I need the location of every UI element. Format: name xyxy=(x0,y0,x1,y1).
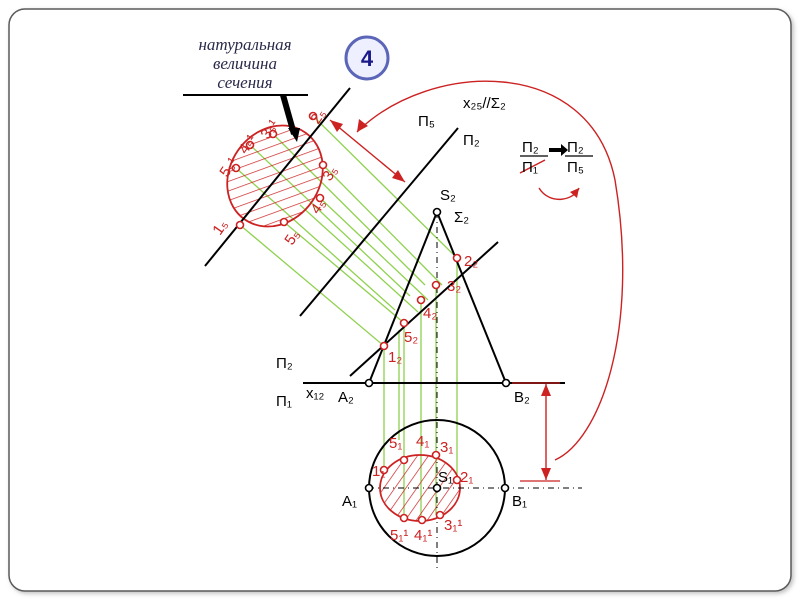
section-points xyxy=(231,111,462,525)
slide-frame xyxy=(8,8,792,592)
pi2-lower-label: Π₂ xyxy=(276,355,293,372)
fraction-left-num: Π₂ xyxy=(522,139,539,156)
point-5-1: 5₁ xyxy=(389,435,402,452)
geometry xyxy=(183,87,565,557)
b1-label: B₁ xyxy=(512,493,527,510)
b2-label: B₂ xyxy=(514,389,530,406)
axis-x12-label: x₁₂ xyxy=(306,385,325,402)
arrow-heads xyxy=(330,119,579,480)
a1-label: A₁ xyxy=(342,493,357,510)
point-1-2: 1₂ xyxy=(388,349,402,366)
pointer-arrow-head xyxy=(288,128,300,142)
fraction-right-den: Π₅ xyxy=(567,159,584,176)
step-badge xyxy=(344,35,390,81)
point-4-2: 4₂ xyxy=(423,305,437,322)
axis-x25-label: x₂₅//Σ₂ xyxy=(463,95,506,112)
point-3-1-prime: 3₁¹ xyxy=(444,517,462,534)
point-5-2: 5₂ xyxy=(404,329,418,346)
sigma2-line xyxy=(349,241,499,377)
caption-line1: натуральная xyxy=(198,35,291,54)
a2-label: A₂ xyxy=(338,389,354,406)
point-4-1-prime: 4₁¹ xyxy=(414,527,432,544)
point-3-1: 3₁ xyxy=(440,439,453,456)
point-4-1: 4₁ xyxy=(416,433,429,450)
transfer-curve xyxy=(356,80,624,461)
step-badge-number: 4 xyxy=(361,46,374,71)
point-2-2: 2₂ xyxy=(464,253,478,270)
point-5-1-prime: 5₁¹ xyxy=(390,527,408,544)
pi5-label: Π₅ xyxy=(418,113,435,130)
sigma2-label: Σ₂ xyxy=(454,209,469,226)
caption-line2: величина xyxy=(213,54,277,73)
apex-s1-label: S₁ xyxy=(438,469,453,486)
point-2-1: 2₁ xyxy=(460,469,473,486)
fraction-right-num: Π₂ xyxy=(567,139,584,156)
apex-s2-label: S₂ xyxy=(440,187,456,204)
pointer-arrow xyxy=(280,94,297,135)
fraction-arrow xyxy=(549,144,568,156)
axis-x25 xyxy=(299,127,459,317)
caption-line3: сечения xyxy=(217,73,272,92)
fraction-left-den: Π₁ xyxy=(522,159,538,176)
pi1-label: Π₁ xyxy=(276,393,292,410)
cone-right-edge xyxy=(436,211,507,384)
point-3-2: 3₂ xyxy=(447,278,461,295)
fraction-strike xyxy=(519,159,546,174)
cone-left-edge xyxy=(368,211,438,384)
point-1-1: 1₁ xyxy=(372,463,385,480)
section-axis-line xyxy=(204,87,351,267)
pi2-upper-label: Π₂ xyxy=(463,132,480,149)
vertex-points xyxy=(364,207,511,493)
